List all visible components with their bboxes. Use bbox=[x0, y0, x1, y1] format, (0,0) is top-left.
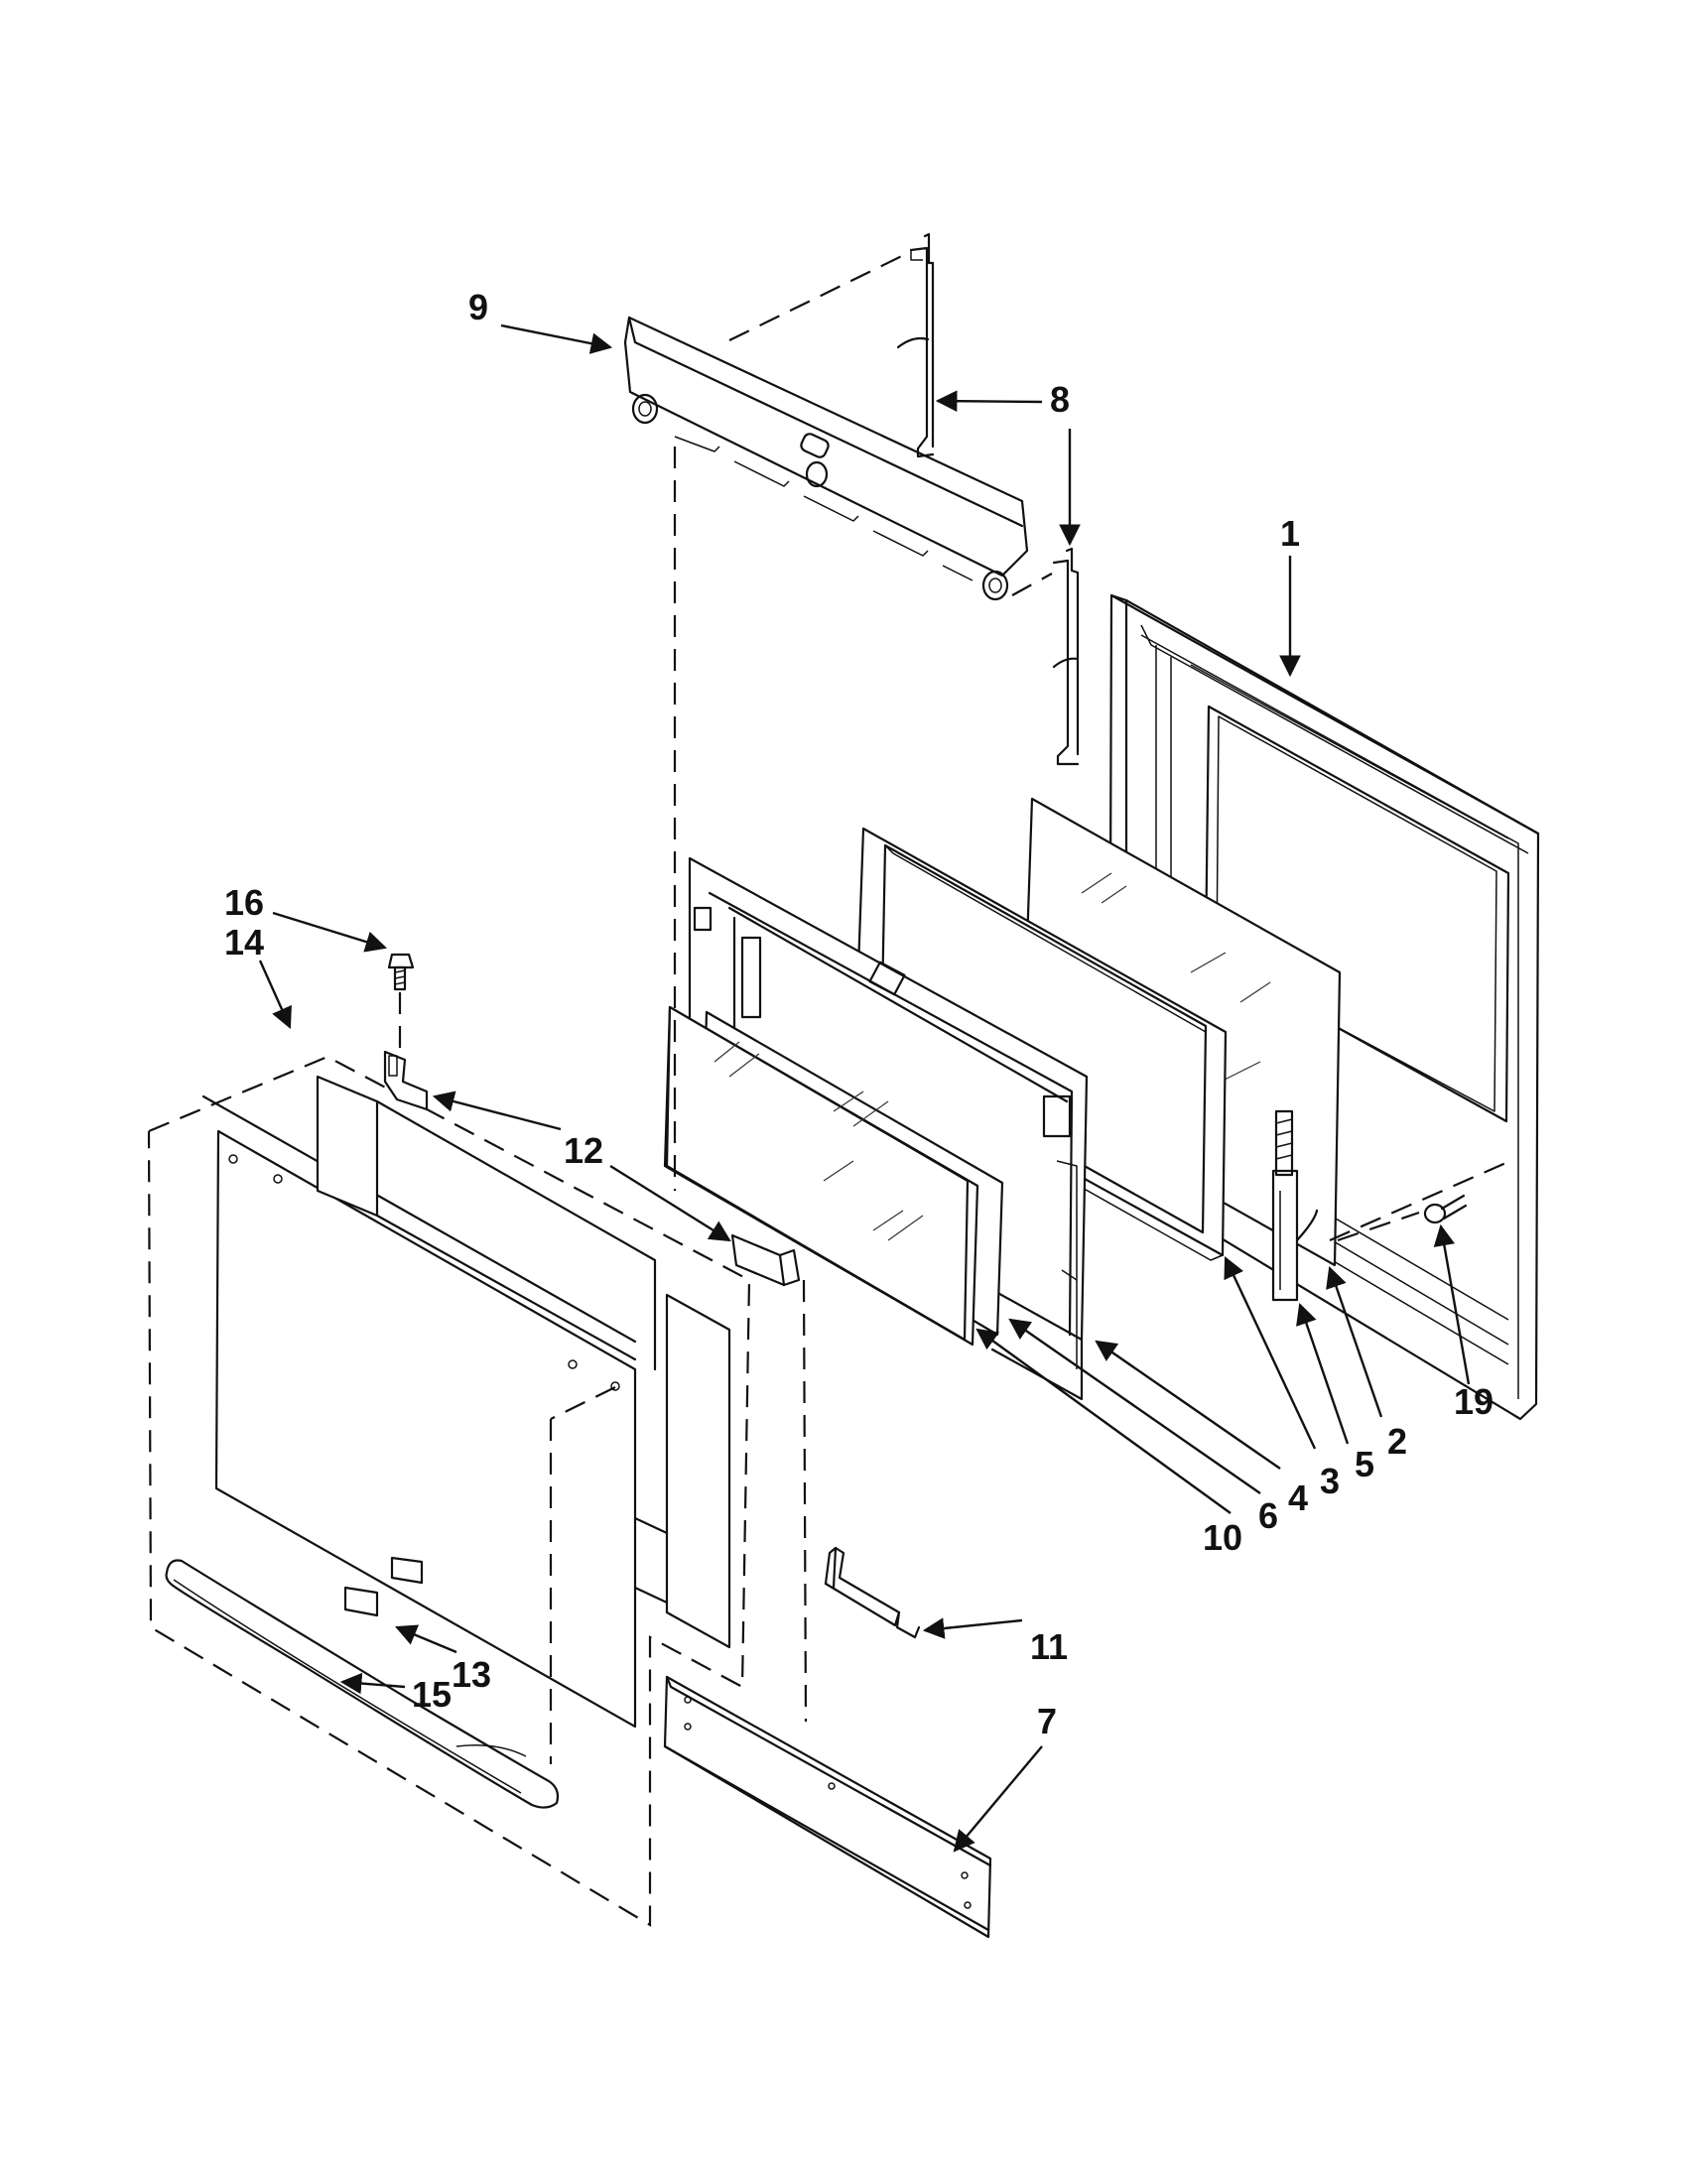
callout-labels: 9 8 1 16 14 12 19 2 5 3 4 6 10 11 13 15 … bbox=[224, 287, 1493, 1741]
part-13-badge bbox=[343, 1556, 424, 1617]
callout-6: 6 bbox=[1258, 1495, 1278, 1536]
part-8-lower-bracket bbox=[1052, 547, 1080, 766]
callout-arrows bbox=[258, 323, 1471, 1853]
callout-3: 3 bbox=[1320, 1461, 1340, 1501]
callout-10: 10 bbox=[1203, 1517, 1242, 1558]
part-5-hinge bbox=[1271, 1109, 1319, 1302]
callout-12: 12 bbox=[564, 1130, 603, 1171]
callout-9: 9 bbox=[468, 287, 488, 327]
callout-7: 7 bbox=[1037, 1701, 1057, 1741]
assembly-lines bbox=[398, 252, 1511, 1764]
callout-14: 14 bbox=[224, 922, 264, 963]
callout-2: 2 bbox=[1387, 1421, 1407, 1462]
part-10-outer-glass bbox=[663, 1005, 979, 1347]
part-14-outer-door bbox=[147, 1055, 751, 1927]
part-12-brackets bbox=[383, 1050, 801, 1287]
callout-11: 11 bbox=[1030, 1626, 1068, 1667]
callout-15: 15 bbox=[412, 1674, 452, 1715]
part-8-upper-bracket bbox=[896, 232, 935, 458]
callout-13: 13 bbox=[452, 1654, 491, 1695]
callout-5: 5 bbox=[1355, 1444, 1374, 1484]
callout-19: 19 bbox=[1454, 1381, 1493, 1422]
part-19-screw bbox=[1423, 1194, 1468, 1224]
callout-1: 1 bbox=[1280, 513, 1300, 554]
part-11-bracket bbox=[824, 1546, 921, 1639]
callout-8-upper: 8 bbox=[1050, 379, 1070, 420]
part-16-screw bbox=[387, 953, 415, 991]
callout-4: 4 bbox=[1288, 1477, 1308, 1518]
part-9-top-panel bbox=[623, 316, 1029, 601]
callout-16: 16 bbox=[224, 882, 264, 923]
part-7-bottom-trim bbox=[663, 1675, 992, 1939]
